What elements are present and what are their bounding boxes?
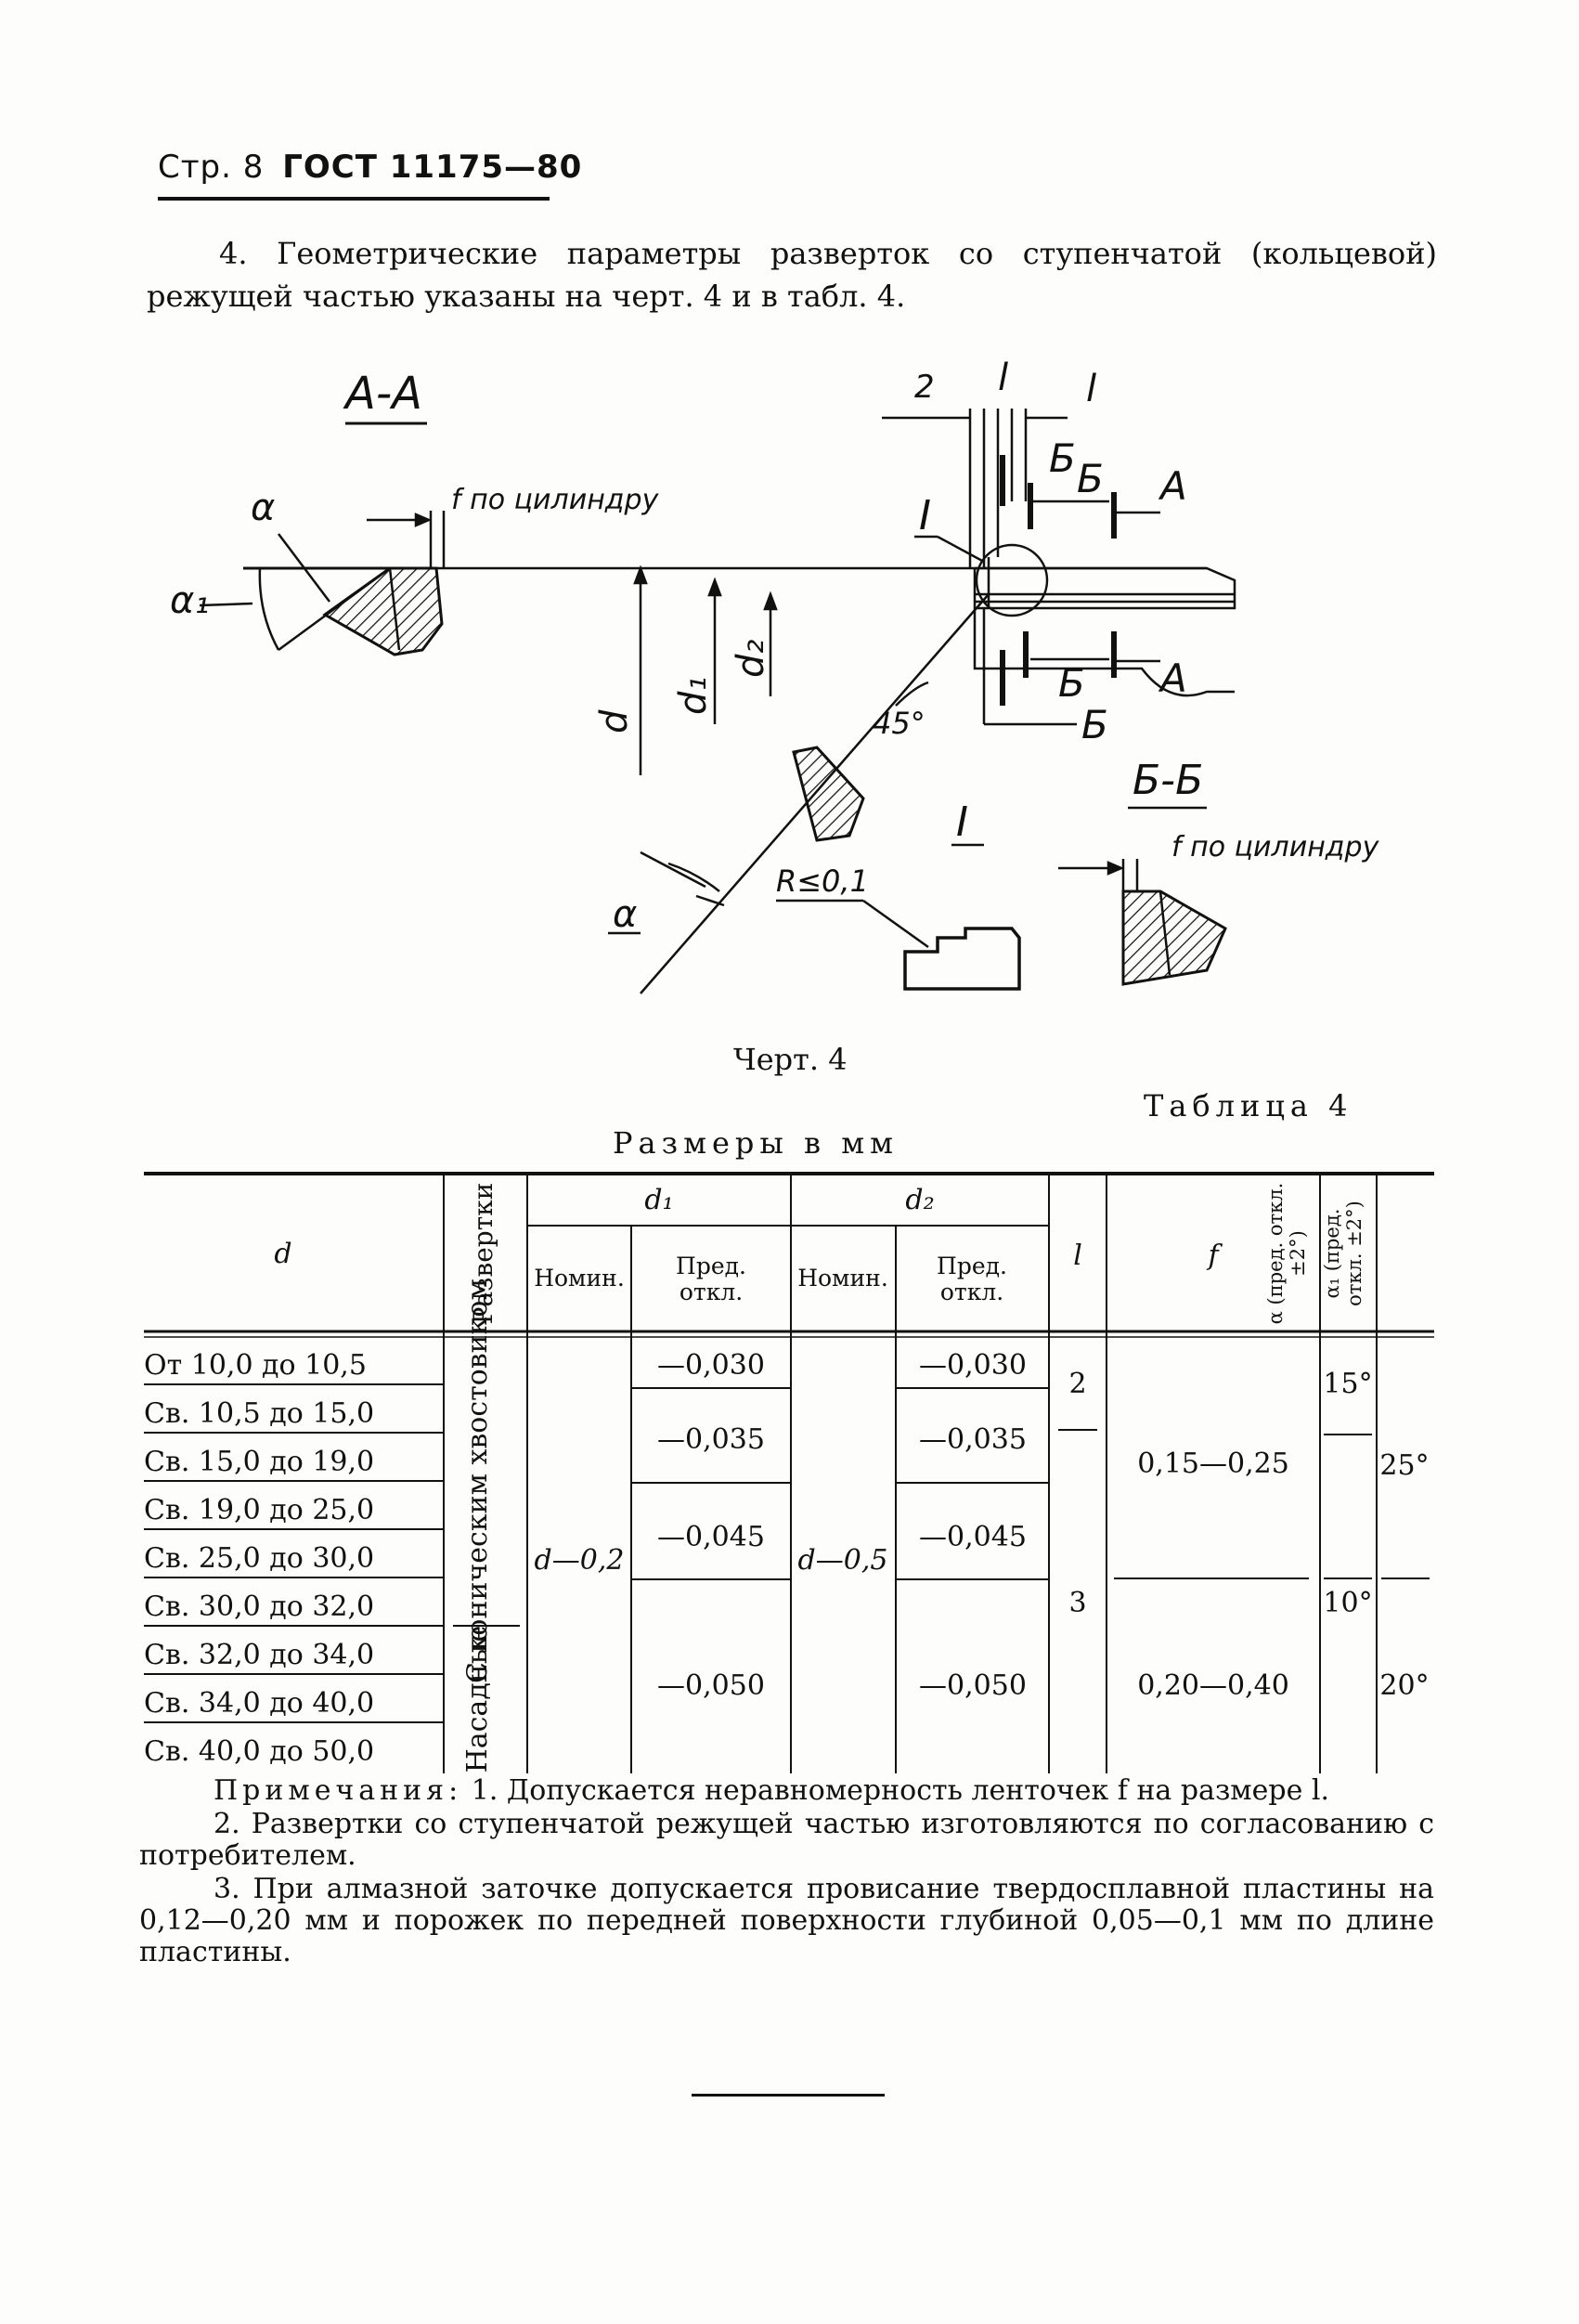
notes: Примечания: 1. Допускается неравномернос… bbox=[139, 1775, 1434, 1970]
detail-circle bbox=[975, 543, 1049, 617]
intro-paragraph: 4. Геометрические параметры разверток со… bbox=[147, 236, 1437, 314]
header-l: l bbox=[1073, 1240, 1082, 1272]
cut-b-label-1: Б bbox=[1049, 435, 1076, 481]
header-reamer: Развертки bbox=[468, 1183, 498, 1325]
d1-tol-2: —0,035 bbox=[657, 1423, 765, 1456]
header-alpha: α (пред. откл. ±2°) bbox=[1264, 1182, 1309, 1325]
radius-label: R≤0,1 bbox=[776, 863, 869, 899]
detail-tooth-profile bbox=[792, 746, 865, 842]
alpha1-value-2: 20° bbox=[1379, 1669, 1429, 1702]
table-label: Таблица 4 bbox=[1144, 1088, 1353, 1123]
section-aa-label: А-А bbox=[343, 368, 422, 420]
alpha-value-2: 10° bbox=[1323, 1587, 1372, 1619]
cut-b-label-3: Б bbox=[1058, 660, 1085, 706]
angle-45-label: 45° bbox=[873, 706, 925, 741]
row-d-3: Св. 15,0 до 19,0 bbox=[144, 1446, 374, 1478]
d2-tol-2: —0,035 bbox=[919, 1423, 1027, 1456]
dim-d1-label: d₁ bbox=[672, 677, 715, 715]
d1-tol-4: —0,050 bbox=[657, 1669, 765, 1702]
note-2: 2. Развертки со ступенчатой режущей част… bbox=[139, 1808, 1434, 1872]
l-value-1: 2 bbox=[1068, 1368, 1086, 1400]
alpha-label-detail: α bbox=[613, 893, 637, 936]
alpha-value-1: 15° bbox=[1323, 1368, 1372, 1400]
row-d-1: От 10,0 до 10,5 bbox=[144, 1349, 367, 1382]
note-1-text: 1. Допускается неравномерность ленточек … bbox=[471, 1774, 1330, 1807]
alpha-label-aa: α bbox=[251, 487, 275, 529]
standard-code: ГОСТ 11175—80 bbox=[282, 149, 583, 186]
reamer-body bbox=[973, 566, 1236, 697]
dim-l-label-2: l bbox=[1086, 368, 1096, 410]
d1-tol-3: —0,045 bbox=[657, 1521, 765, 1553]
row-d-4: Св. 19,0 до 25,0 bbox=[144, 1494, 374, 1526]
header-d2: d₂ bbox=[905, 1184, 934, 1216]
header-d1-nominal: Номин. bbox=[534, 1265, 625, 1292]
section-bb-label: Б-Б bbox=[1132, 757, 1203, 804]
technical-drawing: А-А f по цилиндру α α₁ 2 l l bbox=[170, 357, 1380, 994]
page-header: Стр. 8 ГОСТ 11175—80 bbox=[158, 149, 582, 186]
cut-a-label-1: А bbox=[1158, 463, 1187, 509]
alpha1-value-1: 25° bbox=[1379, 1449, 1429, 1482]
d2-tol-3: —0,045 bbox=[919, 1521, 1027, 1553]
f-value-2: 0,20—0,40 bbox=[1137, 1669, 1289, 1702]
dim-l-label-1: l bbox=[998, 357, 1008, 399]
header-d1: d₁ bbox=[644, 1184, 673, 1216]
page-number: Стр. 8 bbox=[158, 149, 265, 186]
row-d-5: Св. 25,0 до 30,0 bbox=[144, 1542, 374, 1575]
d1-tol-1: —0,030 bbox=[657, 1349, 765, 1382]
dim-d2-label: d₂ bbox=[730, 640, 772, 678]
bb-tooth-profile bbox=[1121, 889, 1227, 986]
alpha1-label-aa: α₁ bbox=[170, 579, 209, 622]
units-label: Размеры в мм bbox=[613, 1125, 899, 1161]
bottom-rule bbox=[692, 2094, 885, 2097]
d2-nominal-value: d—0,5 bbox=[798, 1544, 888, 1577]
header-d2-nominal: Номин. bbox=[797, 1265, 888, 1292]
header-f: f bbox=[1206, 1240, 1223, 1272]
cut-b-label-2: Б bbox=[1077, 456, 1104, 501]
l-value-2: 3 bbox=[1068, 1587, 1086, 1619]
row-d-7: Св. 32,0 до 34,0 bbox=[144, 1639, 374, 1671]
row-d-6: Св. 30,0 до 32,0 bbox=[144, 1590, 374, 1623]
row-d-2: Св. 10,5 до 15,0 bbox=[144, 1397, 374, 1430]
d1-nominal-value: d—0,2 bbox=[535, 1544, 625, 1577]
cut-b-label-4: Б bbox=[1081, 702, 1108, 747]
dim-d-label: d bbox=[593, 709, 636, 734]
note-3: 3. При алмазной заточке допускается пров… bbox=[139, 1873, 1434, 1968]
header-d1-tolerance: Пред. откл. bbox=[676, 1253, 746, 1305]
header-rule bbox=[158, 197, 550, 201]
row-d-9: Св. 40,0 до 50,0 bbox=[144, 1735, 374, 1768]
header-d2-tolerance: Пред. откл. bbox=[937, 1253, 1007, 1305]
dim-2-label: 2 bbox=[914, 369, 935, 406]
detail-label-top: I bbox=[919, 492, 931, 539]
notes-title: Примечания: bbox=[214, 1774, 463, 1807]
table-4: d Развертки d₁ d₂ Номин. Номин. Пред. от… bbox=[144, 1172, 1434, 1773]
d2-tol-4: —0,050 bbox=[919, 1669, 1027, 1702]
f-value-1: 0,15—0,25 bbox=[1137, 1448, 1289, 1480]
reamer-type-tapered: С коническим хвостовиком bbox=[461, 1279, 494, 1683]
reamer-type-shell: Насадные bbox=[461, 1626, 494, 1773]
insert-profile bbox=[903, 927, 1021, 991]
header-d: d bbox=[274, 1238, 291, 1270]
drawing-caption: Черт. 4 bbox=[733, 1042, 848, 1077]
cut-a-label-2: А bbox=[1158, 656, 1187, 701]
row-d-8: Св. 34,0 до 40,0 bbox=[144, 1687, 374, 1720]
header-alpha1: α₁ (пред. откл. ±2°) bbox=[1321, 1201, 1365, 1306]
d2-tol-1: —0,030 bbox=[919, 1349, 1027, 1382]
f-cylinder-label-aa: f по цилиндру bbox=[451, 484, 660, 516]
note-1: Примечания: 1. Допускается неравномернос… bbox=[139, 1775, 1434, 1807]
detail-label-bottom: I bbox=[956, 798, 968, 846]
f-cylinder-label-bb: f по цилиндру bbox=[1171, 831, 1380, 863]
